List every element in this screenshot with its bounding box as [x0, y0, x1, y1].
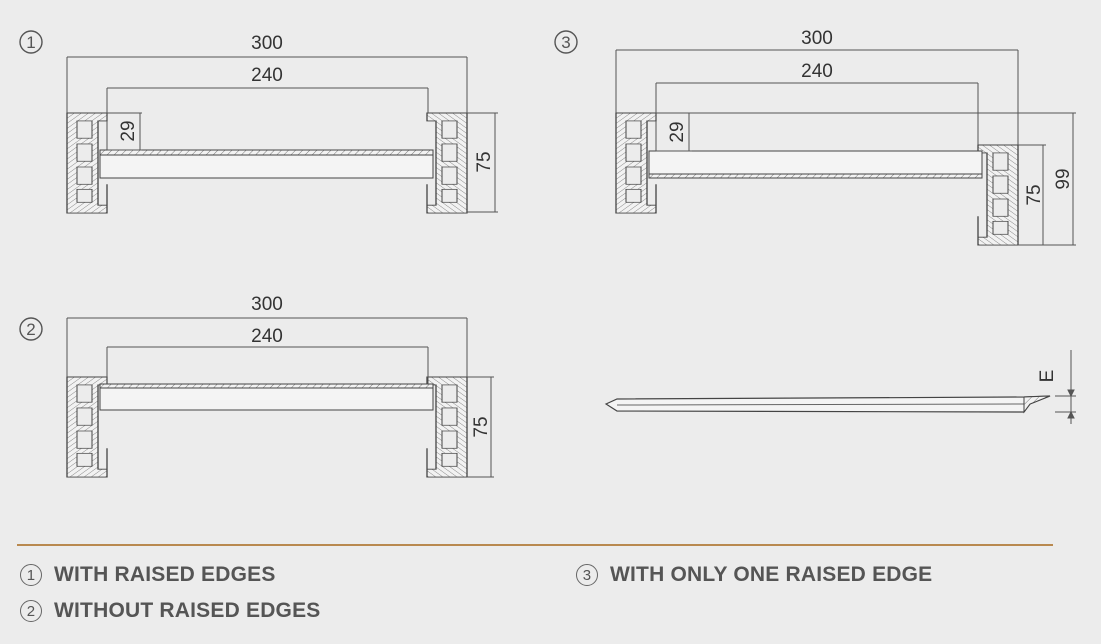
d3-dim-240: 240 [801, 61, 833, 82]
legend-text-1: WITH RAISED EDGES [54, 563, 276, 586]
legend-number-3: 3 [576, 564, 598, 586]
legend-text-3: WITH ONLY ONE RAISED EDGE [610, 563, 933, 586]
d2-dim-75: 75 [471, 416, 492, 437]
diagram-3-with-only-one-raised-edge [615, 49, 1076, 246]
diagram-1-number: 1 [19, 30, 43, 54]
diagram-2-without-raised-edges [66, 317, 494, 478]
d1-dim-300: 300 [251, 33, 283, 54]
diagram-4-ramp-profile [604, 350, 1076, 424]
d2-dim-300: 300 [251, 294, 283, 315]
legend-divider [17, 544, 1053, 546]
d3-dim-75: 75 [1024, 184, 1045, 205]
legend-item-2: 2 WITHOUT RAISED EDGES [20, 599, 321, 623]
diagram-2-number: 2 [19, 317, 43, 341]
diagram-1-with-raised-edges [66, 56, 498, 214]
legend-number-1: 1 [20, 564, 42, 586]
svg-text:1: 1 [26, 33, 35, 52]
d1-dim-240: 240 [251, 65, 283, 86]
d3-dim-29: 29 [667, 121, 688, 142]
d4-dim-e: E [1037, 370, 1058, 383]
legend-text-2: WITHOUT RAISED EDGES [54, 599, 321, 622]
svg-text:3: 3 [561, 33, 570, 52]
d2-dim-240: 240 [251, 326, 283, 347]
legend-item-3: 3 WITH ONLY ONE RAISED EDGE [576, 563, 932, 587]
d1-dim-75: 75 [474, 151, 495, 172]
svg-text:2: 2 [26, 320, 35, 339]
diagram-3-number: 3 [554, 30, 578, 54]
d3-dim-300: 300 [801, 28, 833, 49]
legend-item-1: 1 WITH RAISED EDGES [20, 563, 276, 587]
d3-dim-99: 99 [1053, 168, 1074, 189]
d1-dim-29: 29 [118, 120, 139, 141]
legend-number-2: 2 [20, 600, 42, 622]
